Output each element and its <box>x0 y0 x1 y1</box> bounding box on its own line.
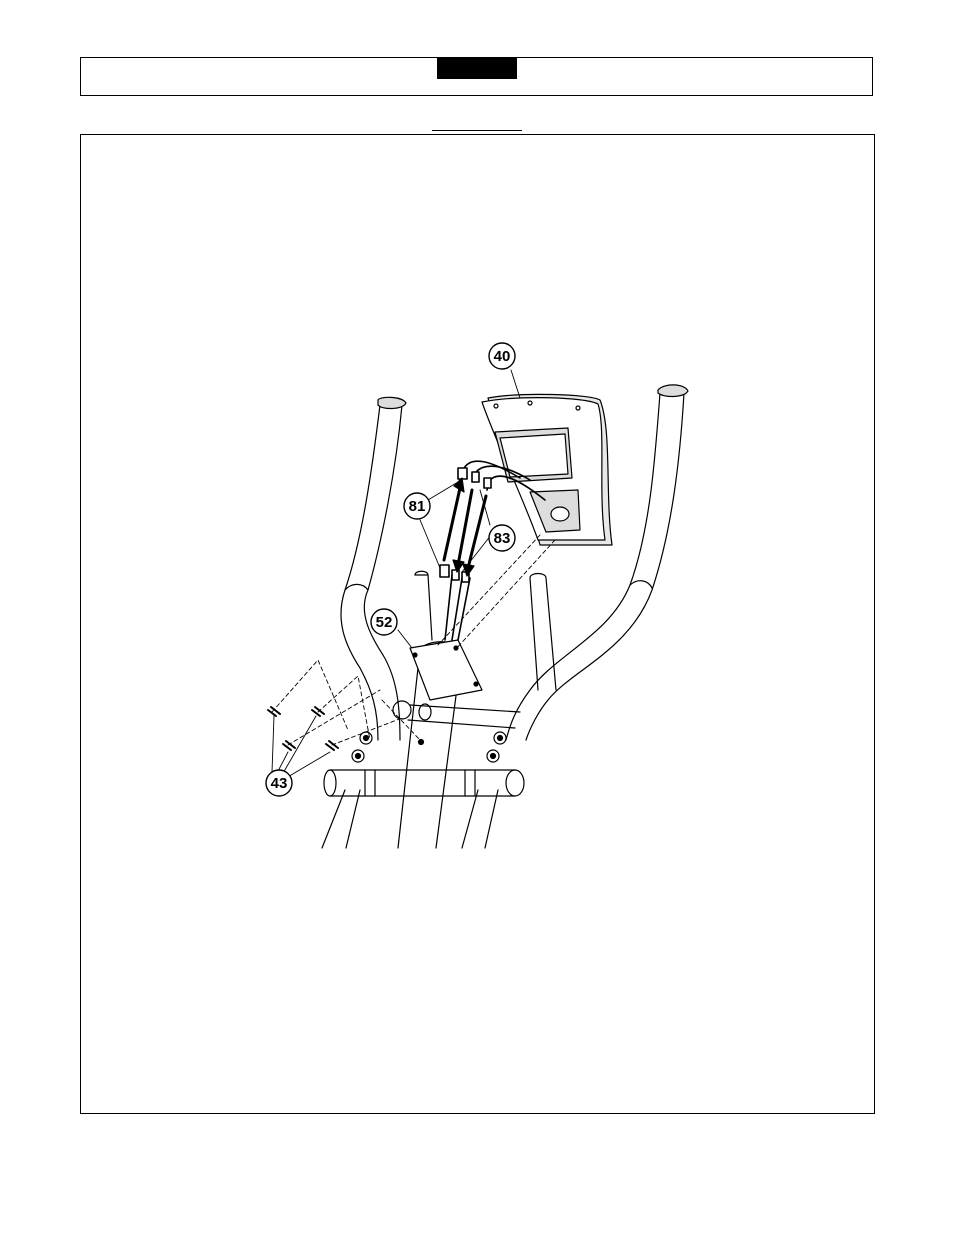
left-handlebar <box>341 397 406 740</box>
callout-circles <box>266 343 515 796</box>
callout-43: 43 <box>271 775 288 792</box>
console-wires <box>440 461 545 640</box>
assembly-diagram: 40 81 83 52 43 <box>260 338 700 850</box>
console-unit <box>482 394 612 545</box>
callout-81: 81 <box>409 498 426 515</box>
title-underline <box>432 130 522 131</box>
lower-legs <box>322 790 498 848</box>
assembly-arrows <box>444 478 486 576</box>
handlebar-bolts <box>352 732 506 762</box>
step-header-tab <box>437 57 517 79</box>
screws <box>268 707 338 750</box>
callout-52: 52 <box>376 614 393 631</box>
callout-40: 40 <box>494 348 511 365</box>
callout-83: 83 <box>494 530 511 547</box>
crossbar <box>324 701 524 796</box>
